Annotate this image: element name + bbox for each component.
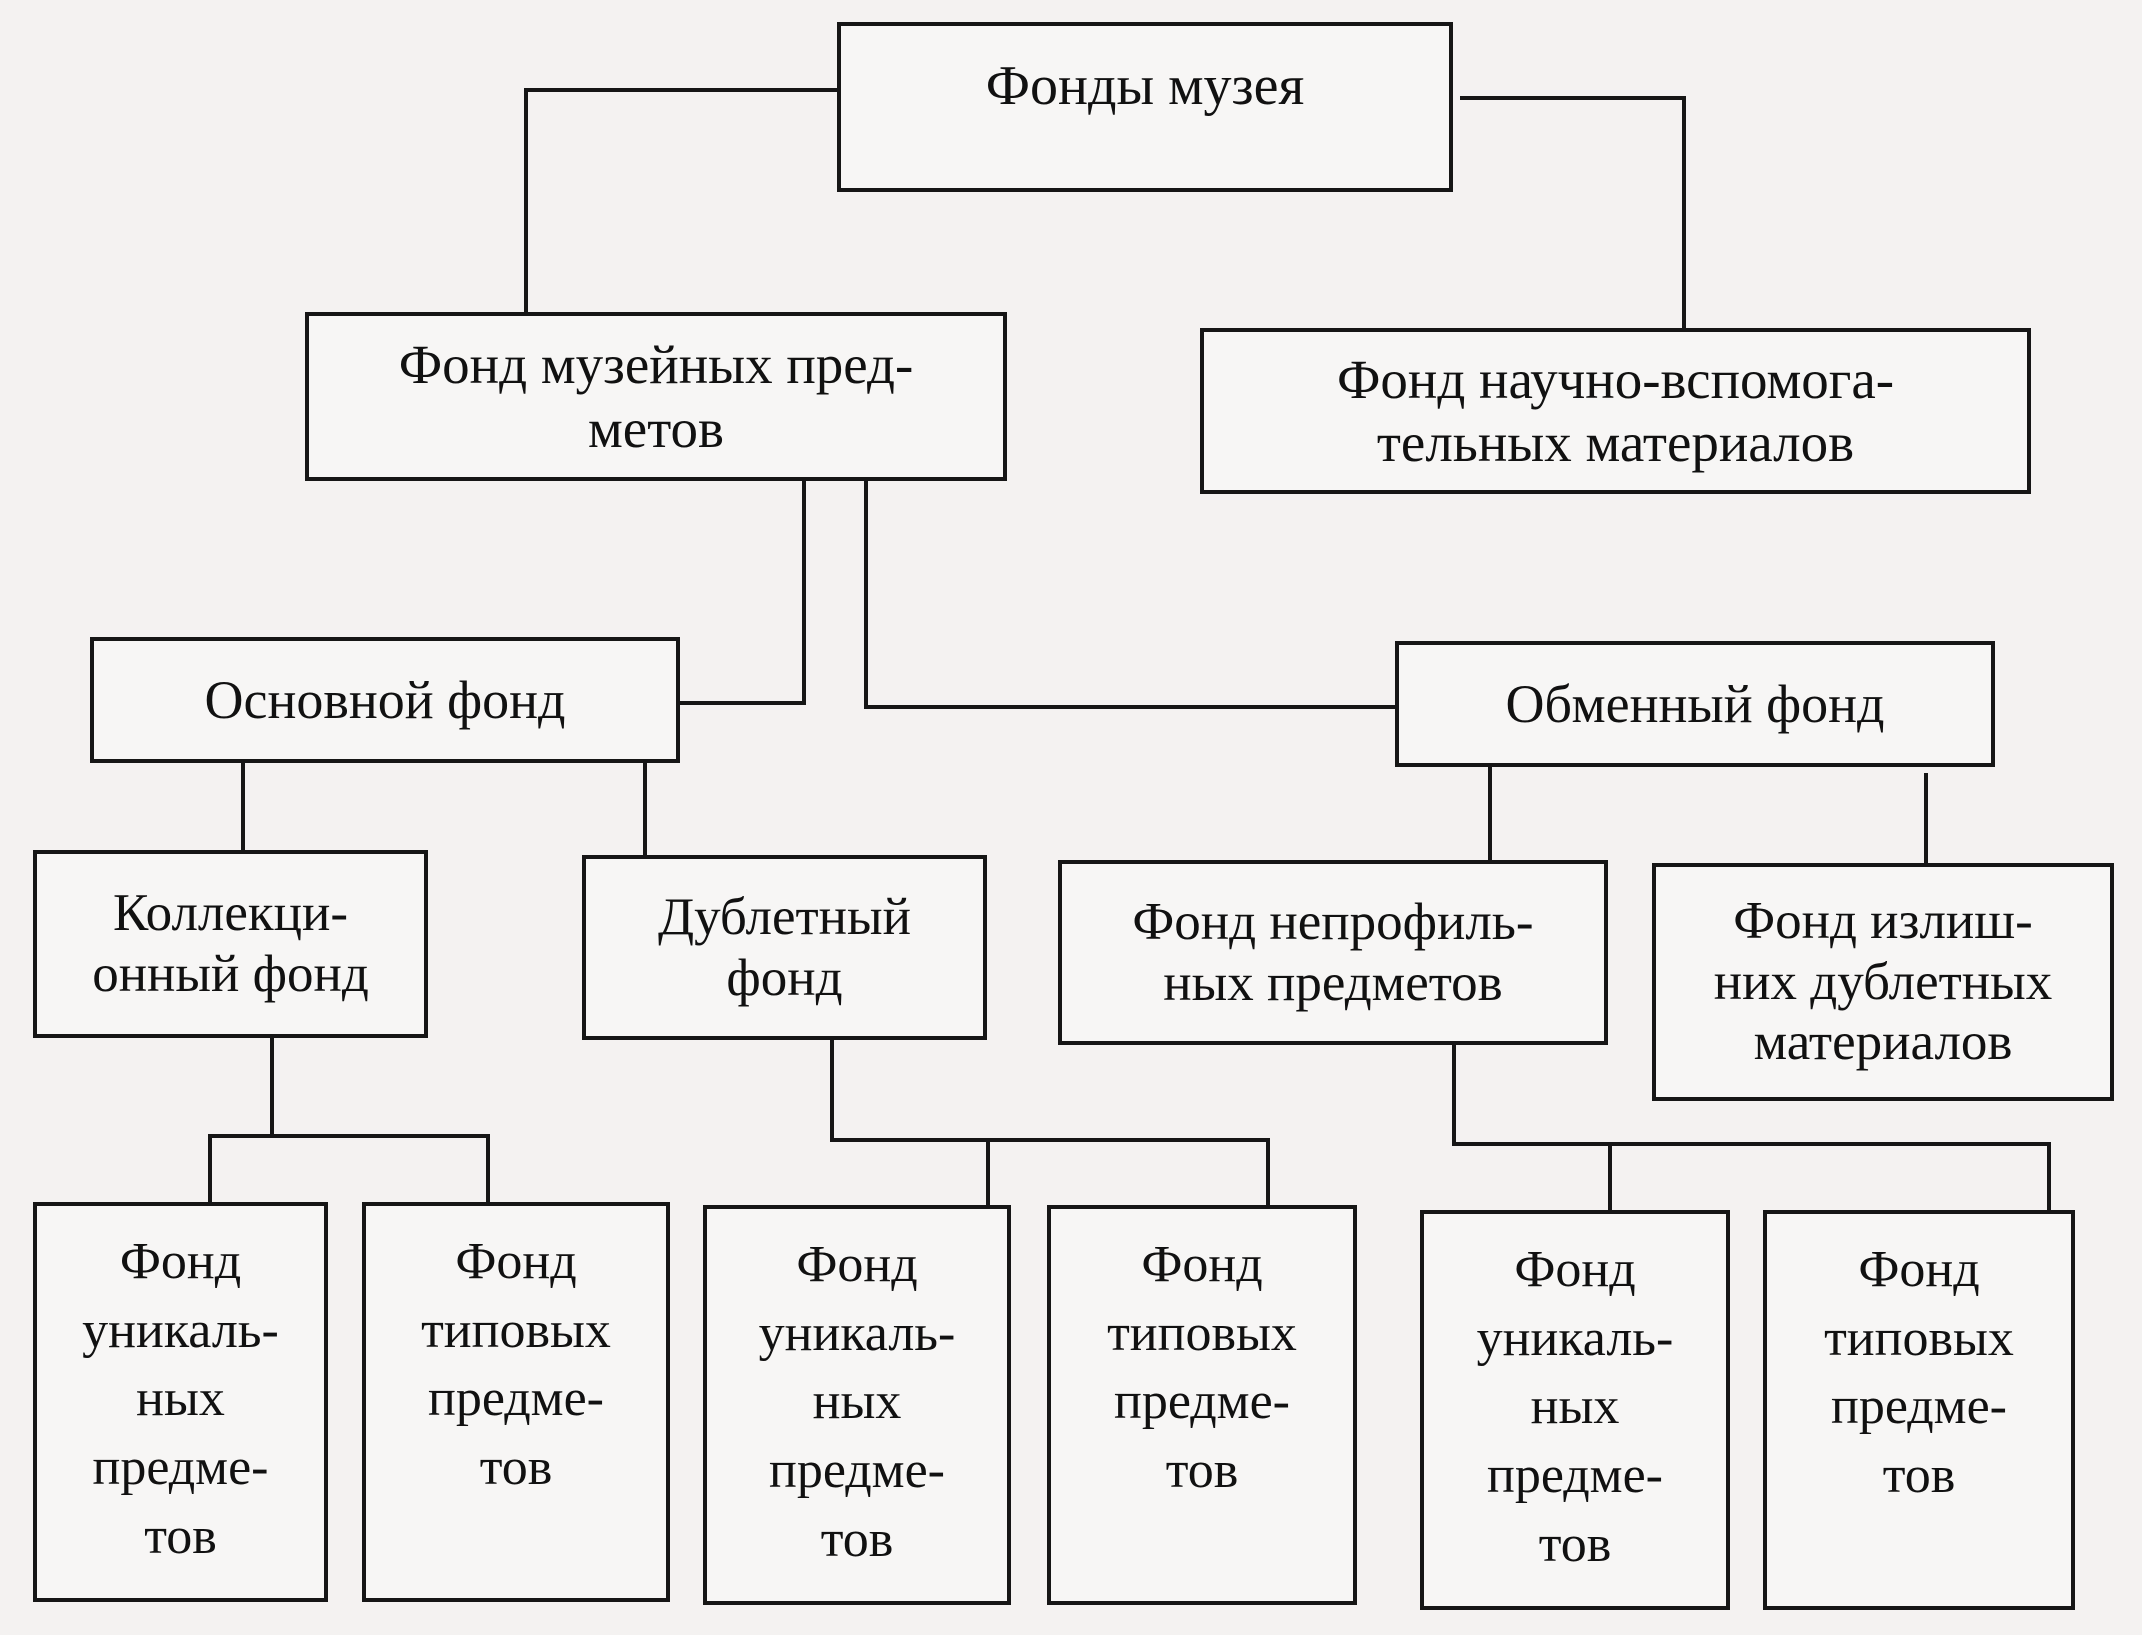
leaf-line: Фонд [119,1233,242,1290]
node-root-line: Фонды музея [985,55,1305,117]
node-duplicate-fund-line: фонд [726,948,843,1007]
node-exchange-fund: Обменный фонд [1395,641,1995,767]
node-nonprofile-fund-line: Фонд непрофиль- [1132,892,1534,951]
leaf-line: тов [1165,1441,1239,1499]
node-duplicate-fund-line: Дублетный [657,887,912,946]
node-auxiliary-materials-line: Фонд научно-вспомога- [1336,348,1895,410]
node-auxiliary-materials: Фонд научно-вспомога- тельных материалов [1200,328,2031,494]
node-root: Фонды музея [837,22,1453,192]
leaf-line: тов [144,1507,217,1565]
node-surplus-fund-line: Фонд излиш- [1733,891,2033,950]
node-museum-items-line: метов [588,397,724,459]
leaf-line: предме- [1831,1378,2007,1436]
leaf-line: Фонд [1514,1241,1636,1298]
node-surplus-fund: Фонд излиш- них дублетных материалов [1652,863,2114,1101]
node-main-fund-line: Основной фонд [204,669,566,730]
node-surplus-fund-line: материалов [1753,1013,2013,1072]
node-nonprofile-fund-line: ных предметов [1163,953,1503,1012]
leaf-line: ных [812,1373,902,1431]
node-collection-fund: Коллекци- онный фонд [33,850,428,1038]
node-museum-items: Фонд музейных пред- метов [305,312,1007,481]
leaf-line: Фонд [1141,1236,1263,1293]
node-leaf-unique-1: Фонд уникаль- ных предме- тов [33,1202,328,1602]
node-leaf-unique-3: Фонд уникаль- ных предме- тов [1420,1210,1730,1610]
leaf-line: ных [136,1370,225,1428]
leaf-line: тов [820,1510,894,1568]
leaf-line: предме- [92,1438,269,1496]
node-main-fund: Основной фонд [90,637,680,763]
leaf-line: уникаль- [82,1301,279,1359]
node-auxiliary-materials-line: тельных материалов [1376,412,1855,473]
leaf-line: предме- [428,1370,604,1428]
leaf-line: предме- [1114,1373,1290,1431]
leaf-line: Фонд [1858,1241,1980,1298]
leaf-line: типовых [1824,1309,2014,1367]
node-leaf-unique-2: Фонд уникаль- ных предме- тов [703,1205,1011,1605]
leaf-line: Фонд [796,1236,918,1293]
leaf-line: ных [1530,1378,1620,1436]
leaf-line: предме- [1487,1446,1663,1504]
leaf-line: типовых [1107,1304,1297,1362]
node-surplus-fund-line: них дублетных [1713,952,2053,1011]
leaf-line: уникаль- [1476,1309,1674,1367]
node-leaf-typical-2: Фонд типовых предме- тов [1047,1205,1357,1605]
leaf-line: типовых [421,1301,611,1359]
node-collection-fund-line: Коллекци- [112,884,349,943]
node-duplicate-fund: Дублетный фонд [582,855,987,1040]
leaf-line: тов [1538,1515,1612,1573]
node-leaf-typical-1: Фонд типовых предме- тов [362,1202,670,1602]
leaf-line: предме- [769,1441,945,1499]
node-nonprofile-fund: Фонд непрофиль- ных предметов [1058,860,1608,1045]
node-leaf-typical-3: Фонд типовых предме- тов [1763,1210,2075,1610]
leaf-line: тов [479,1438,553,1496]
node-museum-items-line: Фонд музейных пред- [398,334,914,396]
leaf-line: уникаль- [758,1304,956,1362]
node-collection-fund-line: онный фонд [92,945,369,1003]
leaf-line: Фонд [455,1233,577,1290]
node-exchange-fund-line: Обменный фонд [1505,673,1885,734]
leaf-line: тов [1882,1446,1956,1504]
